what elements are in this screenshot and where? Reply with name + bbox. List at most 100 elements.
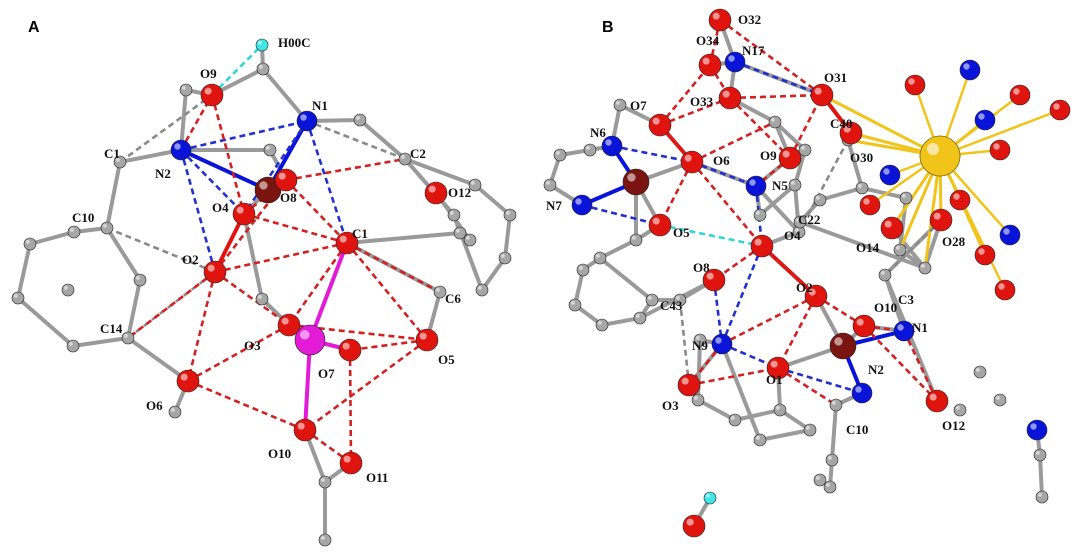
- panel-a-atom-label: C1: [104, 146, 120, 161]
- panel-a-hydrogen-bond: [243, 212, 348, 245]
- panel-b-atom-label: N5: [772, 178, 788, 193]
- panel-b-bond: [598, 238, 638, 260]
- panel-b-atom-label: C22: [798, 212, 820, 227]
- panel-b-bond: [733, 408, 782, 422]
- panel-a-atom-carbon: [433, 285, 447, 299]
- panel-a-atom-carbon: [498, 251, 512, 265]
- panel-b-hydrogen-bond: [734, 60, 823, 97]
- panel-b-hydrogen-bond: [884, 219, 942, 276]
- panel-b-atom-label: O14: [856, 240, 880, 255]
- panel-b-atom-carbon: [673, 293, 687, 307]
- panel-b-atom-label: O10: [874, 300, 897, 315]
- panel-b-hydrogen-bond: [659, 96, 731, 127]
- panel-b-atom-carbon: [691, 393, 705, 407]
- panel-b-hydrogen-bond: [719, 18, 823, 97]
- panel-b-atom-carbon: [918, 261, 932, 275]
- panel-a-atom-carbon: [353, 113, 367, 127]
- panel-b-atom-carbon: [593, 251, 607, 265]
- panel-a-bond: [473, 183, 512, 217]
- panel-b-hydrogen-bond: [776, 295, 818, 369]
- panel-b-bond: [600, 316, 642, 327]
- panel-b-atom-oxygen: [677, 373, 701, 397]
- panel-b-atom-label: C10: [846, 422, 868, 437]
- panel-b-atom-carbon: [768, 115, 782, 129]
- panel-b-atom-label: O4: [784, 228, 801, 243]
- panel-a-atom-hydrogen: [255, 38, 269, 52]
- panel-b-atom-carbon: [629, 233, 643, 247]
- panel-a-atom-carbon: [256, 62, 270, 76]
- panel-a-hydrogen-bond: [210, 94, 246, 215]
- panel-a-atom-oxygen: [176, 369, 200, 393]
- panel-b-bond: [720, 342, 762, 442]
- panel-b-coordination-bond: [938, 155, 1007, 291]
- panel-b-atom-oxygen: [750, 234, 774, 258]
- panel-b-hydrogen-bond: [708, 19, 722, 66]
- panel-b-atom-oxygen: [680, 150, 704, 174]
- panel-b-hydrogen-bond: [581, 203, 661, 227]
- panel-a-atom-oxygen: [335, 231, 359, 255]
- panel-b-atom-nitrogen: [571, 194, 593, 216]
- panel-b-hydrogen-bond: [729, 97, 791, 159]
- panel-b-atom-oxygen: [682, 514, 706, 538]
- panel-b-hydrogen-bond: [777, 366, 837, 407]
- panel-b-atom-nitrogen: [879, 164, 901, 186]
- panel-b-atom-oxygen: [880, 216, 904, 240]
- panel-b-atom-nitrogen: [1026, 419, 1048, 441]
- panel-b-atom-nitrogen: [851, 382, 873, 404]
- panel-b-atom-carbon: [793, 215, 807, 229]
- panel-a-atom-carbon: [503, 208, 517, 222]
- panel-b-atom-oxygen: [925, 389, 949, 413]
- panel-a-atom-carbon: [468, 178, 482, 192]
- panel-b-atom-carbon: [1033, 448, 1047, 462]
- panel-b-atom-label: O1: [766, 372, 783, 387]
- panel-b-atom-carbon: [813, 193, 827, 207]
- panel-a-atom-carbon: [463, 233, 477, 247]
- panel-b-atom-label: N2: [868, 362, 884, 377]
- panel-a-hydrogen-bond: [187, 379, 306, 432]
- panel-a-atom-oxygen: [338, 338, 362, 362]
- panel-b-bond: [754, 184, 801, 234]
- panel-b-atom-carbon: [753, 433, 767, 447]
- panel-a-bond: [16, 296, 75, 348]
- panel-b-atom-label: O8: [693, 260, 710, 275]
- panel-b-bond: [860, 186, 908, 200]
- panel-b-atom-label: O32: [738, 12, 761, 27]
- panel-b-atom-carbon: [543, 178, 557, 192]
- panel-b-atom-metal: [622, 168, 650, 196]
- panel-a-atom-carbon: [67, 225, 81, 239]
- panel-a-atom-carbon: [318, 533, 332, 547]
- panel-a-bond: [242, 212, 264, 301]
- panel-a-atom-nitrogen: [296, 110, 318, 132]
- panel-b-atom-oxygen: [989, 139, 1011, 161]
- panel-b-atom-carbon: [792, 225, 806, 239]
- panel-b-bond: [758, 428, 812, 442]
- atom-layer: [11, 8, 1071, 547]
- panel-a-atom-carbon: [255, 292, 269, 306]
- panel-a-hydrogen-bond: [186, 271, 217, 382]
- panel-a-bond: [126, 336, 190, 383]
- panel-a-atom-label: O8: [280, 190, 297, 205]
- panel-b-atom-carbon: [583, 143, 597, 157]
- panel-b-coordination-bond: [821, 93, 941, 158]
- panel-b-atom-carbon: [753, 208, 767, 222]
- panel-b-atom-carbon: [813, 473, 827, 487]
- panel-b-bond: [758, 183, 797, 217]
- panel-a-atom-carbon: [61, 283, 75, 297]
- panel-a-atom-carbon: [398, 152, 412, 166]
- panel-b-atom-label: O33: [690, 94, 714, 109]
- panel-b-atom-oxygen: [904, 74, 926, 96]
- panel-a-bond: [503, 213, 512, 260]
- panel-a-atom-carbon: [23, 237, 37, 251]
- panel-a-hydrogen-bond: [211, 44, 263, 96]
- panel-a-atom-carbon: [11, 291, 25, 305]
- panel-a-hydrogen-bond: [214, 270, 290, 327]
- panel-a-atom-label: H00C: [278, 35, 311, 50]
- panel-a-hydrogen-bond: [348, 349, 353, 464]
- panel-b-atom-carbon: [829, 398, 843, 412]
- panel-a-hydrogen-bond: [306, 119, 406, 161]
- panel-b-atom-nitrogen: [959, 59, 981, 81]
- panel-a-atom-carbon: [113, 155, 127, 169]
- panel-b-hydrogen-bond: [777, 366, 863, 395]
- panel-b-atom-carbon: [773, 403, 787, 417]
